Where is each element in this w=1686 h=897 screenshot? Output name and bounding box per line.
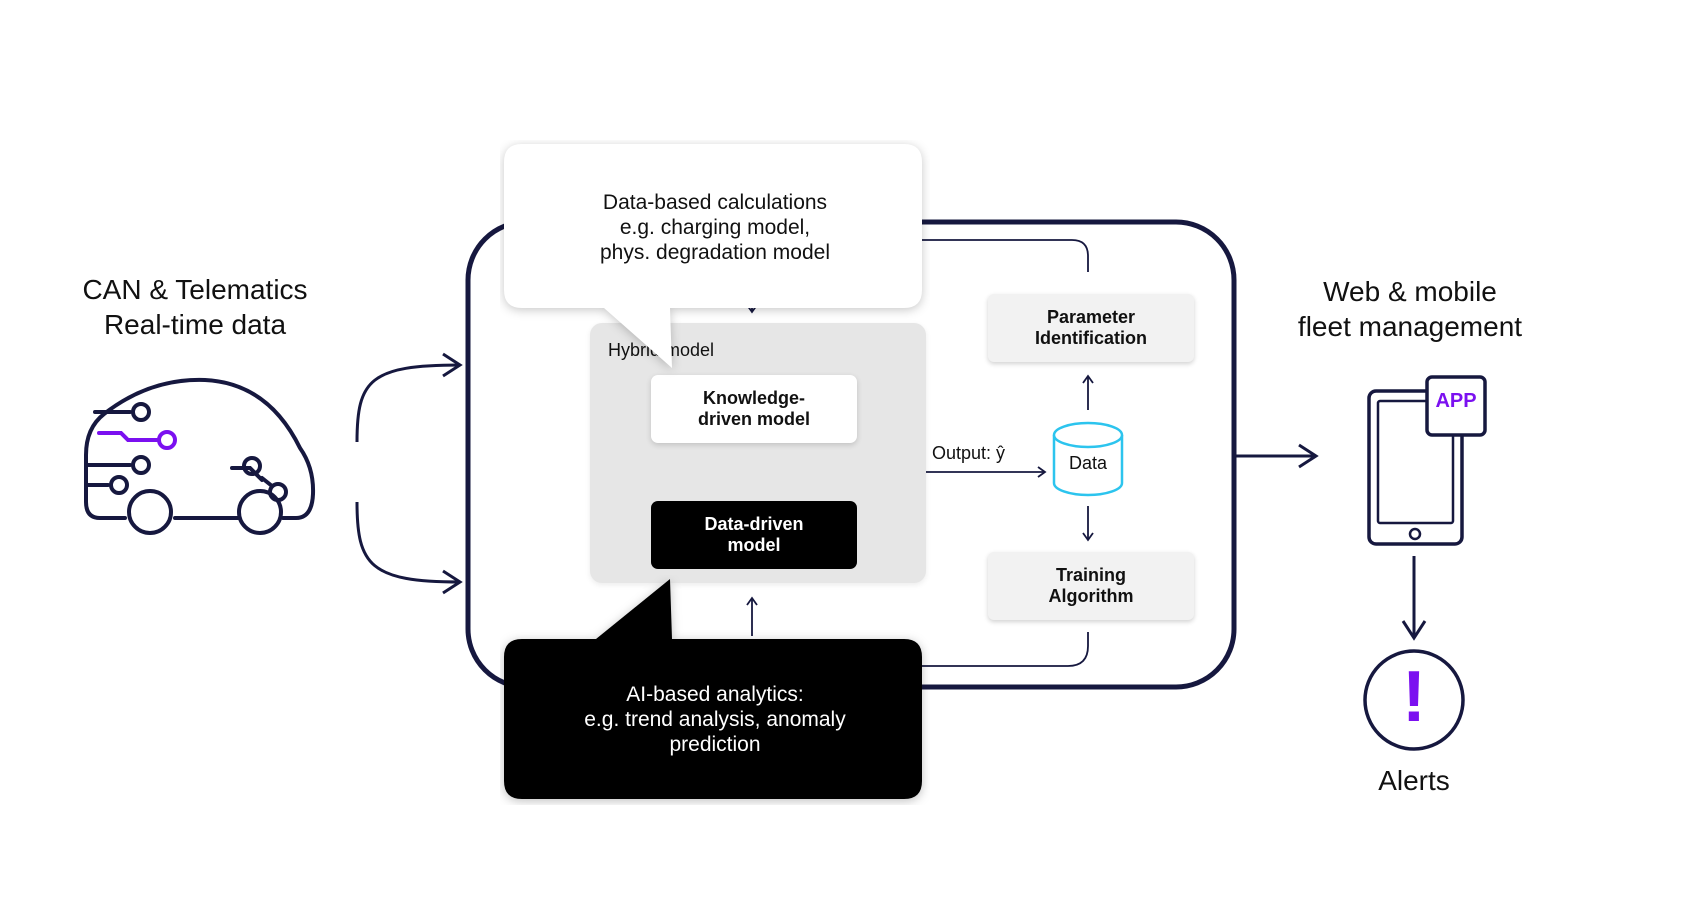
- parameter-identification-box: Parameter Identification: [988, 294, 1194, 362]
- database-icon: [1052, 421, 1124, 497]
- analytics-bubble: AI-based analytics: e.g. trend analysis,…: [505, 640, 925, 798]
- analytics-bubble-shape: [504, 579, 922, 799]
- data-driven-line1: Data-driven: [704, 514, 804, 534]
- param-line2: Identification: [1035, 328, 1147, 348]
- alerts-label: Alerts: [1378, 765, 1450, 796]
- feedback-line-top: [922, 239, 1089, 272]
- analytics-line3: prediction: [669, 732, 761, 756]
- input-arrow-bottom: [355, 501, 463, 595]
- analytics-line2: e.g. trend analysis, anomaly: [584, 707, 846, 731]
- calc-line2: e.g. charging model,: [619, 215, 811, 239]
- param-line1: Parameter: [1046, 307, 1136, 327]
- phone-icon: [1367, 389, 1464, 546]
- calc-line3: phys. degradation model: [600, 240, 830, 264]
- app-badge-icon: [1425, 375, 1487, 437]
- training-line1: Training: [1055, 565, 1126, 585]
- calculations-bubble: Data-based calculations e.g. charging mo…: [505, 145, 925, 309]
- fleet-label-line1: Web & mobile: [1323, 276, 1497, 307]
- knowledge-line2: driven model: [697, 409, 811, 429]
- fleet-label-line2: fleet management: [1297, 311, 1523, 342]
- training-line2: Algorithm: [1048, 586, 1134, 606]
- app-badge-text: APP: [1435, 390, 1477, 412]
- alert-icon: [1363, 649, 1465, 751]
- output-label: Output: ŷ: [932, 443, 1006, 463]
- fleet-management-label: Web & mobile fleet management: [1245, 274, 1575, 344]
- data-store-label: Data: [1068, 453, 1108, 473]
- data-driven-model-box: Data-driven model: [651, 501, 857, 569]
- knowledge-line1: Knowledge-: [703, 388, 805, 408]
- alert-symbol: !: [1402, 657, 1426, 737]
- feedback-line-bottom: [922, 632, 1089, 667]
- knowledge-driven-model-box: Knowledge- driven model: [651, 375, 857, 443]
- calculations-bubble-shape: [504, 144, 922, 368]
- source-label: CAN & Telematics Real-time data: [40, 272, 350, 342]
- car-icon: [84, 377, 316, 535]
- calc-line1: Data-based calculations: [602, 190, 828, 214]
- source-label-line2: Real-time data: [103, 309, 287, 340]
- training-algorithm-box: Training Algorithm: [988, 552, 1194, 620]
- input-arrow-top: [355, 352, 463, 443]
- data-driven-line2: model: [727, 535, 781, 555]
- analytics-line1: AI-based analytics:: [626, 682, 804, 706]
- source-label-line1: CAN & Telematics: [82, 274, 308, 305]
